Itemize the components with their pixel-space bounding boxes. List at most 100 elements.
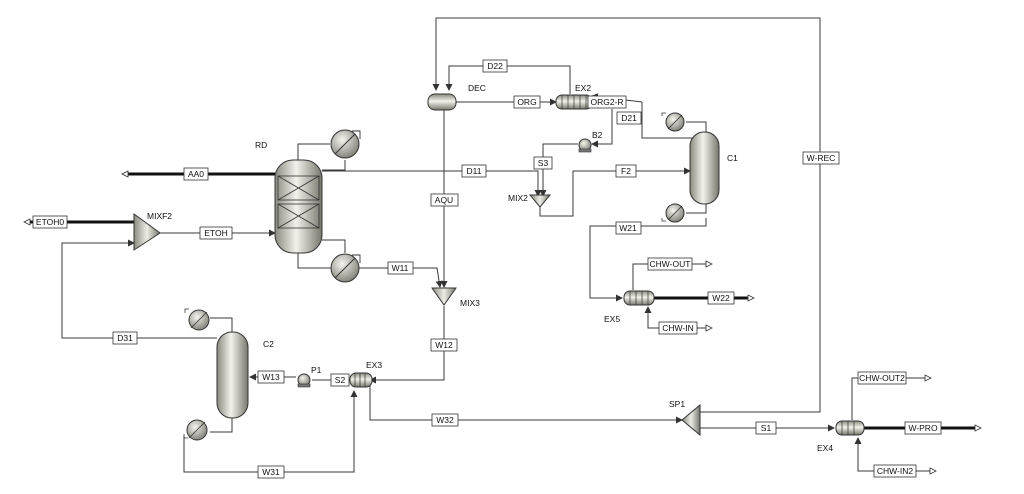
svg-text:CHW-OUT: CHW-OUT — [650, 259, 691, 269]
feed-arrow-chwin2 — [929, 467, 937, 475]
svg-text:W12: W12 — [435, 340, 453, 350]
stream-tag-etoh0[interactable]: ETOH0 — [32, 215, 68, 229]
label-mix3: MIX3 — [460, 298, 480, 308]
stream-line-w11 — [358, 267, 443, 288]
terminal-arrows — [23, 170, 982, 475]
stream-tag-org[interactable]: ORG — [513, 95, 541, 109]
stream-tag-f2[interactable]: F2 — [615, 164, 637, 178]
stream-tag-etoh[interactable]: ETOH — [199, 226, 233, 240]
svg-text:ETOH: ETOH — [204, 228, 227, 238]
svg-text:AA0: AA0 — [188, 169, 204, 179]
stream-tag-chwin2[interactable]: CHW-IN2 — [873, 464, 917, 478]
svg-text:W22: W22 — [712, 293, 730, 303]
svg-text:CHW-OUT2: CHW-OUT2 — [859, 373, 905, 383]
svg-text:W-PRO: W-PRO — [908, 423, 938, 433]
c1-reboiler[interactable] — [661, 203, 685, 223]
stream-tag-s1[interactable]: S1 — [755, 421, 777, 435]
stream-line-c1-cond — [686, 121, 707, 132]
svg-text:W21: W21 — [619, 223, 637, 233]
stream-tag-d31[interactable]: D31 — [112, 331, 138, 345]
svg-text:D22: D22 — [487, 61, 503, 71]
stream-tag-d21[interactable]: D21 — [616, 111, 642, 125]
stream-tag-w12[interactable]: W12 — [430, 338, 458, 352]
stream-tag-s2[interactable]: S2 — [330, 373, 350, 387]
c2-condenser[interactable] — [184, 308, 210, 331]
stream-line-rd-top — [297, 143, 330, 160]
stream-labels: AA0 ETOH0 ETOH D22 ORG ORG2-R D21 S3 D11… — [32, 59, 942, 479]
unit-mixf2[interactable] — [133, 213, 161, 251]
stream-lines — [30, 17, 975, 473]
stream-tag-w13[interactable]: W13 — [257, 370, 285, 384]
stream-line-c2-bot — [210, 412, 233, 433]
stream-tag-org2r[interactable]: ORG2-R — [587, 95, 627, 109]
stream-tag-w22[interactable]: W22 — [707, 291, 735, 305]
unit-ex3[interactable] — [349, 372, 373, 388]
stream-tag-w31[interactable]: W31 — [257, 465, 285, 479]
label-sp1: SP1 — [669, 399, 685, 409]
c1-condenser[interactable] — [661, 112, 685, 132]
label-mix2: MIX2 — [508, 193, 528, 203]
stream-tag-s3[interactable]: S3 — [533, 156, 553, 170]
svg-text:W32: W32 — [436, 415, 454, 425]
svg-text:S3: S3 — [538, 158, 549, 168]
unit-ex5[interactable] — [623, 290, 655, 306]
product-arrow-chwout — [705, 260, 713, 268]
label-ex4: EX4 — [817, 443, 833, 453]
label-c2: C2 — [263, 339, 274, 349]
svg-text:ORG: ORG — [517, 97, 536, 107]
stream-tag-chwin[interactable]: CHW-IN — [658, 321, 698, 335]
stream-tag-wrec[interactable]: W-REC — [802, 151, 840, 165]
stream-tag-chwout[interactable]: CHW-OUT — [647, 257, 693, 271]
label-p1: P1 — [311, 365, 322, 375]
unit-ex4[interactable] — [835, 420, 865, 436]
stream-line-w32 — [369, 386, 683, 424]
stream-tag-wpro[interactable]: W-PRO — [904, 421, 942, 435]
feed-arrow-chwin — [705, 324, 713, 332]
stream-tag-aqu[interactable]: AQU — [430, 193, 459, 207]
svg-text:W11: W11 — [392, 263, 409, 273]
svg-text:W13: W13 — [262, 372, 280, 382]
stream-line-f2 — [539, 167, 691, 217]
unit-dec[interactable] — [427, 93, 457, 111]
unit-rd[interactable] — [274, 159, 323, 254]
unit-b2[interactable] — [578, 138, 592, 153]
product-arrow-wpro — [974, 424, 982, 432]
stream-line-d21 — [591, 109, 613, 148]
unit-c1[interactable] — [689, 131, 720, 205]
product-arrow-chwout2 — [924, 374, 932, 382]
stream-line-c1-top — [641, 102, 695, 139]
stream-line-d11 — [322, 170, 542, 197]
stream-tag-w32[interactable]: W32 — [431, 413, 459, 427]
unit-c2[interactable] — [216, 331, 249, 419]
label-ex5: EX5 — [604, 314, 620, 324]
unit-mix2[interactable] — [528, 194, 552, 208]
stream-tag-aa0[interactable]: AA0 — [183, 167, 209, 181]
rd-condenser[interactable] — [330, 129, 361, 159]
svg-text:CHW-IN2: CHW-IN2 — [877, 466, 913, 476]
stream-tag-d11[interactable]: D11 — [461, 164, 487, 178]
label-rd: RD — [255, 140, 267, 150]
stream-line-s3 — [539, 143, 578, 197]
c2-reboiler[interactable] — [183, 419, 208, 441]
stream-tag-d22[interactable]: D22 — [482, 59, 508, 73]
label-c1: C1 — [727, 153, 738, 163]
unit-sp1[interactable] — [681, 403, 701, 437]
svg-text:D21: D21 — [621, 113, 637, 123]
unit-mix3[interactable] — [431, 287, 457, 306]
svg-text:W31: W31 — [262, 467, 280, 477]
stream-line-d22 — [445, 65, 571, 94]
stream-line-rd-cond — [322, 160, 346, 171]
stream-line-c1-reb — [686, 202, 707, 214]
rd-reboiler[interactable] — [330, 253, 361, 283]
svg-text:W-REC: W-REC — [807, 153, 836, 163]
stream-line-rd-bot — [297, 250, 332, 269]
unit-ex2[interactable] — [555, 94, 593, 110]
stream-line-w21 — [589, 218, 707, 302]
stream-tag-w21[interactable]: W21 — [615, 221, 642, 235]
stream-line-c2-top — [210, 317, 233, 338]
stream-tag-w11[interactable]: W11 — [387, 261, 414, 275]
stream-tag-chwout2[interactable]: CHW-OUT2 — [857, 371, 907, 385]
unit-p1[interactable] — [297, 373, 311, 388]
stream-line-d31 — [61, 239, 217, 339]
stream-line-w12 — [369, 306, 445, 384]
